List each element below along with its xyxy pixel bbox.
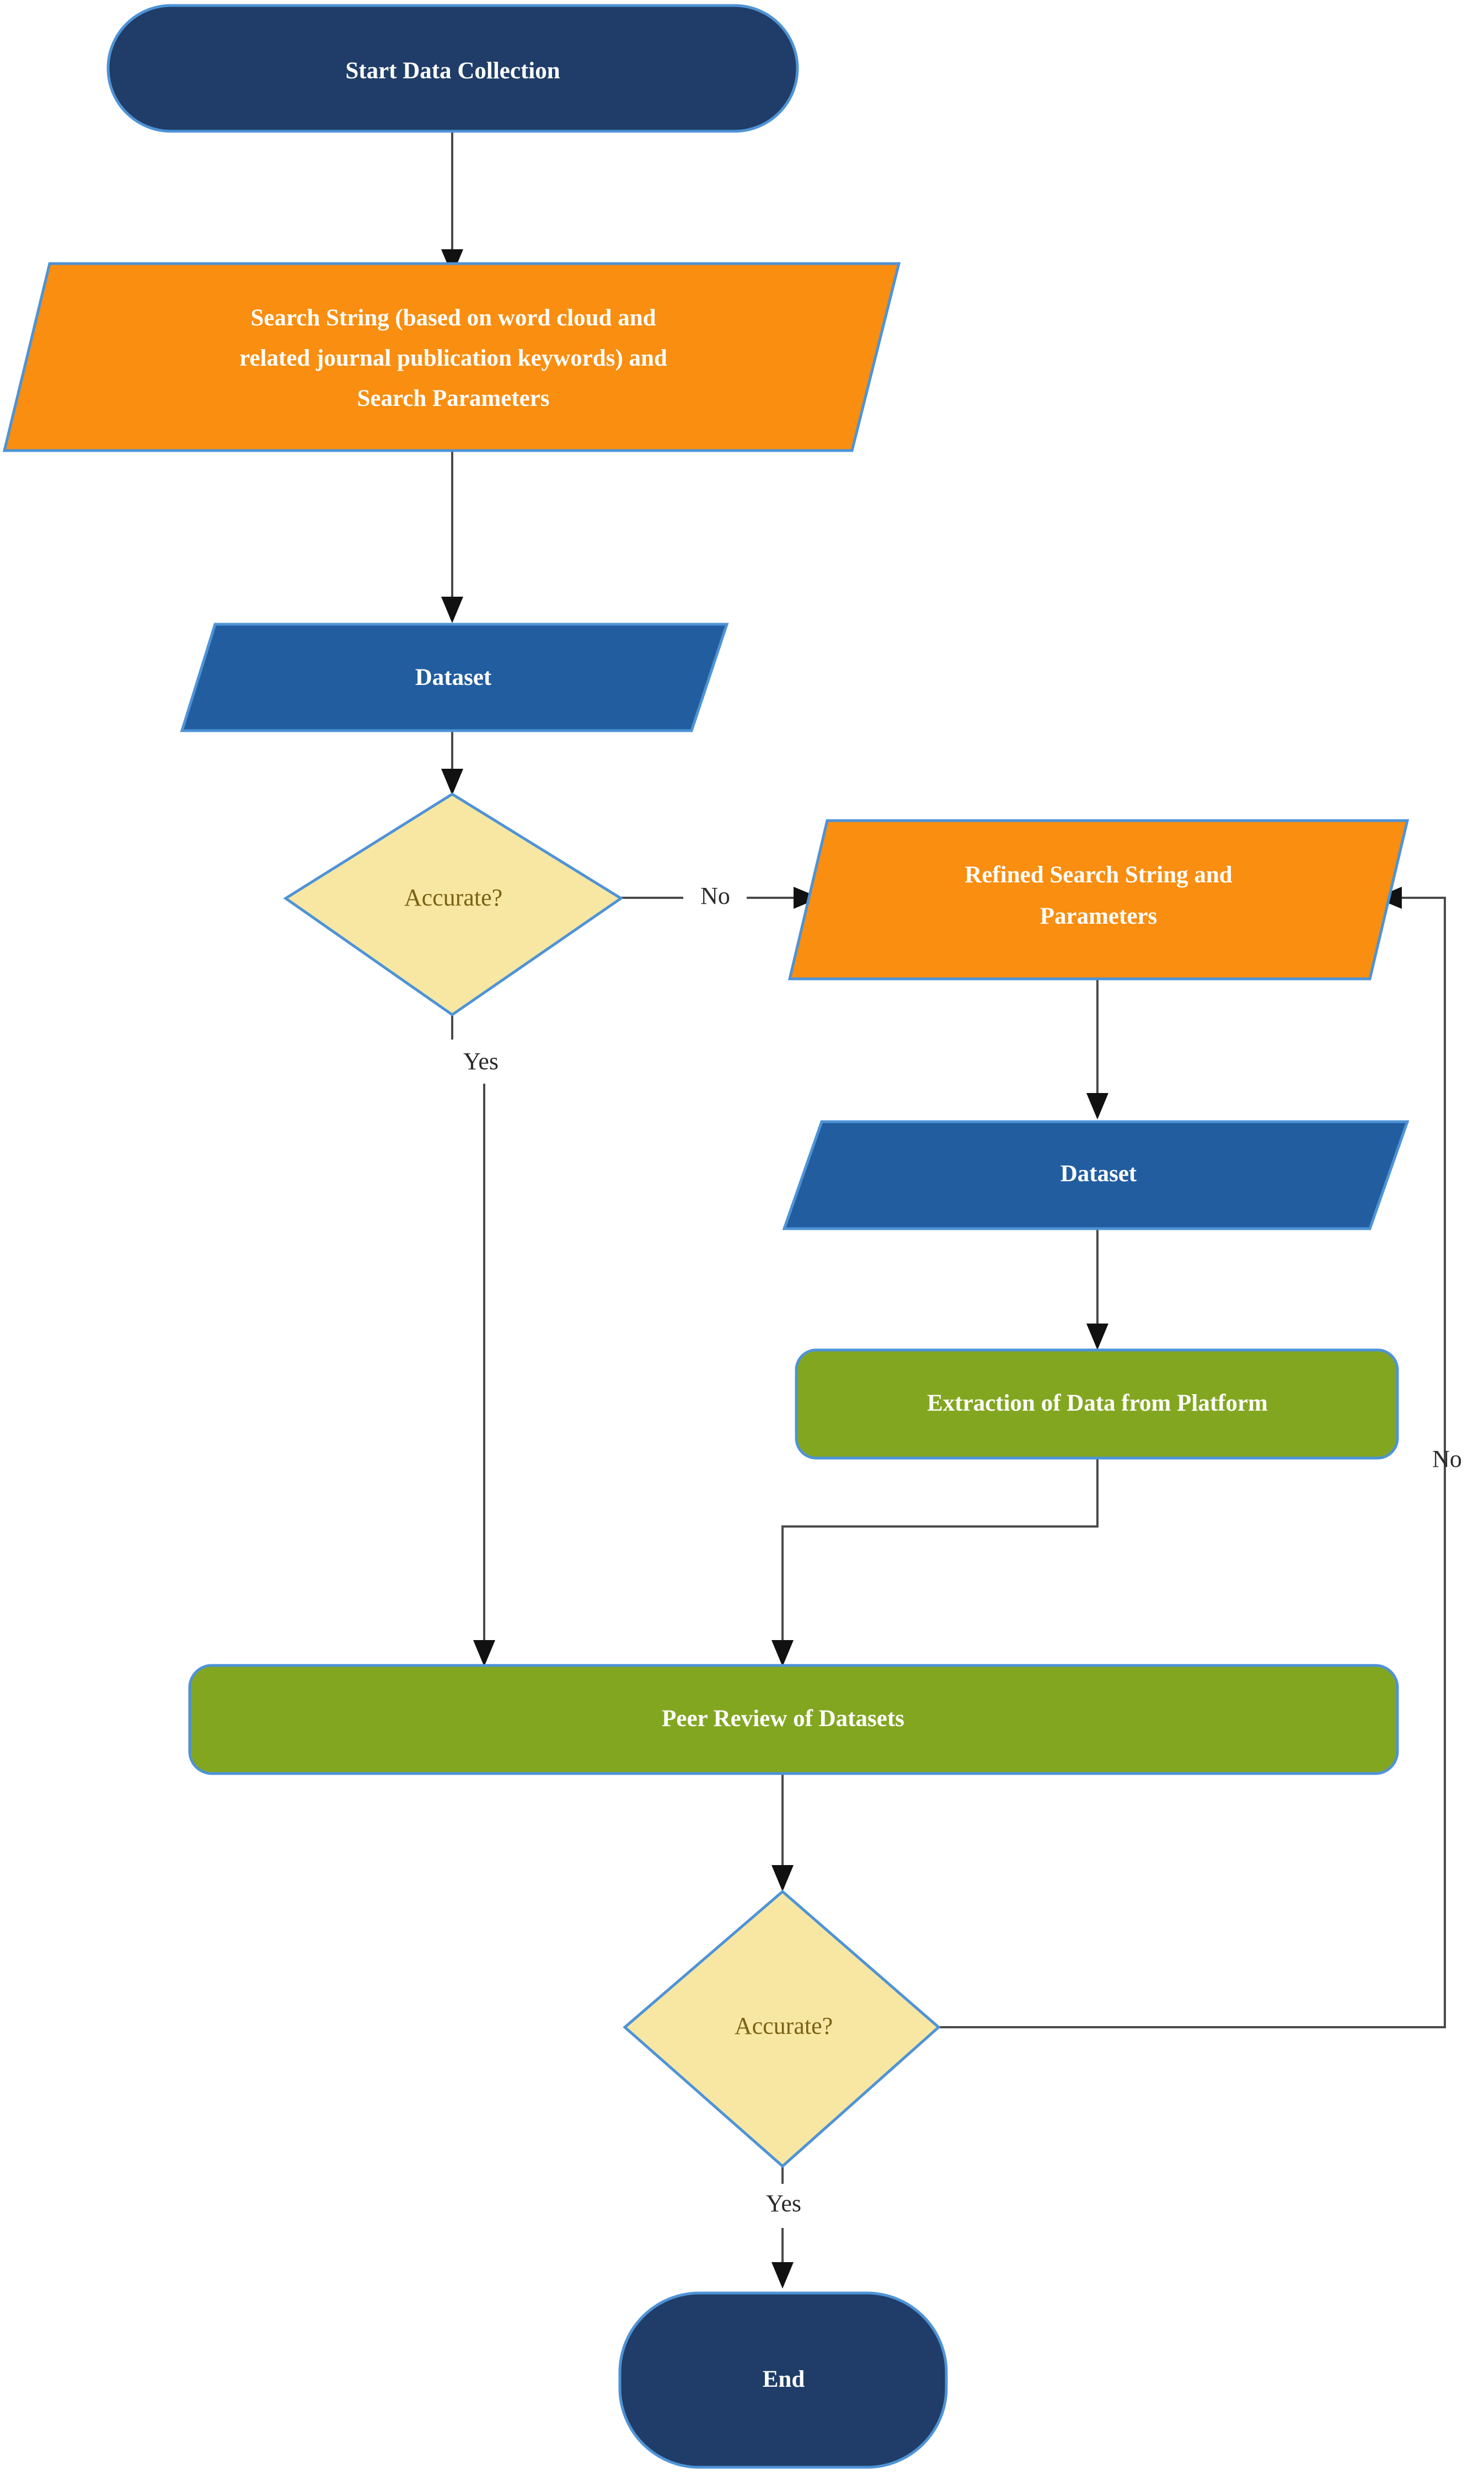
connector-accurate-2-to-end	[772, 2165, 794, 2289]
node-end[interactable]: End	[618, 2291, 948, 2469]
dataset-2-label: Dataset	[1060, 1161, 1137, 1187]
search-string-label-line-2: related journal publication keywords) an…	[239, 345, 667, 371]
edge-label-yes-1: Yes	[463, 1048, 499, 1075]
node-start[interactable]: Start Data Collection	[106, 4, 799, 133]
connector-start-to-search-string	[441, 131, 463, 276]
connector-dataset-1-to-accurate-1	[441, 731, 463, 795]
node-peer-review[interactable]: Peer Review of Datasets	[188, 1664, 1399, 1775]
node-accurate-1[interactable]: Accurate?	[283, 792, 624, 1017]
refined-search-label-line-1: Refined Search String and	[965, 862, 1232, 888]
search-string-label-line-1: Search String (based on word cloud and	[250, 305, 656, 331]
connector-layer	[441, 131, 1446, 2289]
extraction-shape	[795, 1348, 1399, 1460]
dataset-2-shape	[782, 1120, 1410, 1230]
accurate-1-shape	[283, 792, 624, 1017]
accurate-2-label: Accurate?	[735, 2012, 833, 2039]
search-string-label-line-3: Search Parameters	[357, 385, 549, 411]
start-label: Start Data Collection	[345, 58, 560, 84]
connector-accurate-1-to-refined-search	[620, 887, 820, 909]
accurate-1-label: Accurate?	[404, 884, 502, 911]
node-refined-search[interactable]: Refined Search String and Parameters	[787, 819, 1410, 981]
edge-label-yes-2: Yes	[766, 2190, 801, 2217]
peer-review-shape	[188, 1664, 1399, 1775]
connector-peer-review-to-accurate-2	[772, 1761, 794, 1892]
connector-accurate-1-to-peer-review	[451, 1014, 495, 1667]
peer-review-label: Peer Review of Datasets	[662, 1706, 904, 1732]
node-search-string[interactable]: Search String (based on word cloud and r…	[2, 262, 901, 452]
connector-search-string-to-dataset-1	[441, 451, 463, 623]
node-accurate-2[interactable]: Accurate?	[623, 1889, 941, 2168]
end-label: End	[763, 2366, 805, 2392]
connector-refined-search-to-dataset-2	[1086, 979, 1108, 1119]
dataset-1-label: Dataset	[415, 665, 492, 690]
end-shape	[618, 2291, 948, 2469]
node-dataset-1[interactable]: Dataset	[180, 623, 729, 732]
refined-search-shape	[787, 819, 1410, 981]
connector-dataset-2-to-extraction	[1086, 1229, 1108, 1350]
extraction-label: Extraction of Data from Platform	[927, 1390, 1268, 1416]
dataset-1-shape	[180, 623, 729, 732]
accurate-2-shape	[623, 1889, 941, 2168]
edge-label-no-2: No	[1432, 1445, 1462, 1472]
start-shape	[106, 4, 799, 133]
search-string-shape	[2, 262, 901, 452]
edge-label-no-1: No	[700, 882, 730, 909]
refined-search-label-line-2: Parameters	[1040, 903, 1157, 929]
connector-extraction-to-peer-review	[772, 1458, 1099, 1667]
node-extraction[interactable]: Extraction of Data from Platform	[795, 1348, 1399, 1460]
node-dataset-2[interactable]: Dataset	[782, 1120, 1410, 1230]
